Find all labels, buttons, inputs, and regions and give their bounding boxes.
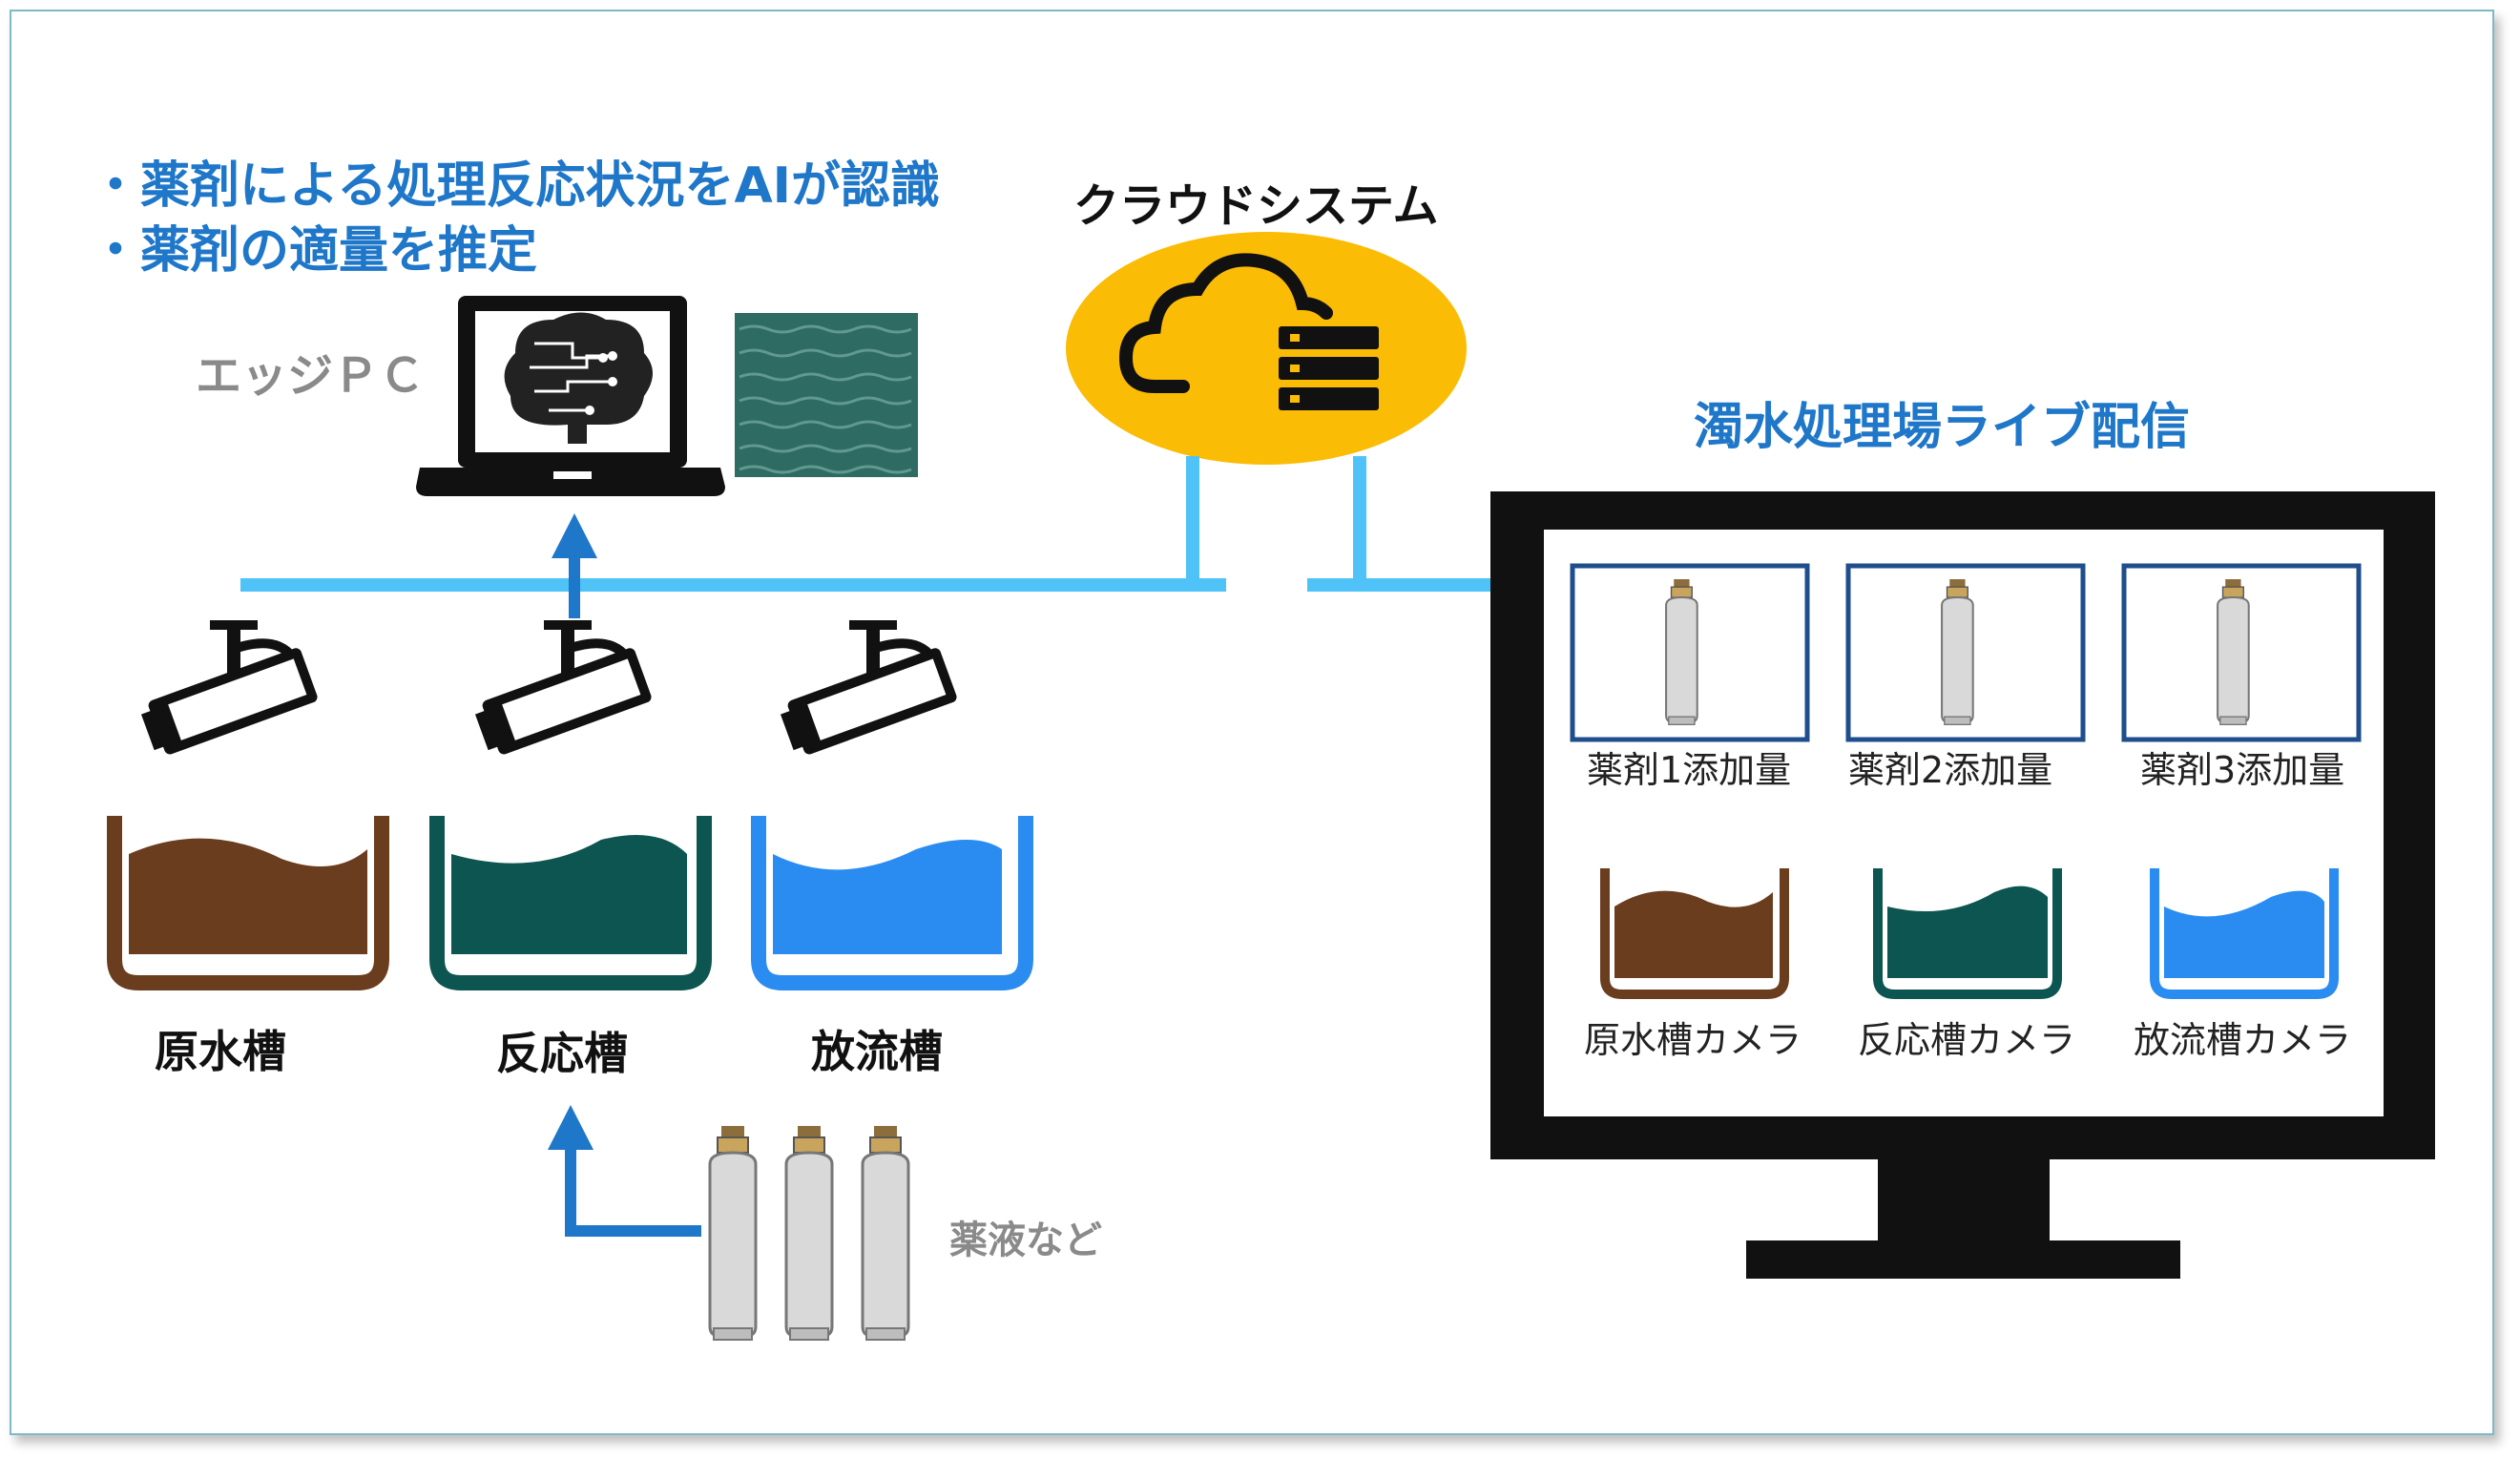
camera-icon-raw bbox=[138, 620, 320, 760]
mini-tank-raw bbox=[1600, 868, 1789, 999]
mini-tank-discharge bbox=[2150, 868, 2339, 999]
cloud-system-label: クラウドシステム bbox=[1073, 179, 1439, 233]
camera-label-discharge: 放流槽カメラ bbox=[2134, 1019, 2351, 1061]
data-arrow-to-pc bbox=[552, 513, 597, 618]
camera-icon-reaction bbox=[472, 620, 654, 760]
dose-box-1 bbox=[1570, 563, 1810, 742]
cloud-system-icon bbox=[1066, 232, 1467, 465]
mini-tank-reaction bbox=[1873, 868, 2062, 999]
tank-reaction bbox=[429, 816, 712, 990]
camera-icon-discharge bbox=[778, 620, 959, 760]
tank-label-raw: 原水槽 bbox=[155, 1026, 286, 1077]
tank-discharge bbox=[751, 816, 1033, 990]
tank-label-discharge: 放流槽 bbox=[811, 1026, 943, 1077]
ai-brain-icon bbox=[504, 312, 653, 444]
dose-label-2: 薬剤2添加量 bbox=[1848, 749, 2052, 791]
chemicals-label: 薬液など bbox=[949, 1219, 1102, 1262]
camera-label-raw: 原水槽カメラ bbox=[1584, 1019, 1801, 1061]
tank-label-reaction: 反応槽 bbox=[496, 1028, 628, 1079]
gas-cylinder-icon bbox=[861, 1124, 910, 1342]
network-lines bbox=[240, 456, 1498, 592]
gas-cylinder-icon bbox=[708, 1124, 758, 1342]
tank-raw bbox=[107, 816, 389, 990]
dose-box-3 bbox=[2121, 563, 2362, 742]
chemical-arrow bbox=[548, 1105, 701, 1237]
dose-box-2 bbox=[1845, 563, 2086, 742]
water-photo bbox=[735, 313, 918, 477]
feature-2: ・薬剤の適量を推定 bbox=[91, 222, 537, 280]
edge-pc-label: エッジＰＣ bbox=[196, 349, 425, 403]
live-broadcast-title: 濁水処理場ライブ配信 bbox=[1694, 399, 2190, 456]
dose-label-3: 薬剤3添加量 bbox=[2140, 749, 2344, 791]
dose-label-1: 薬剤1添加量 bbox=[1587, 749, 1791, 791]
camera-label-reaction: 反応槽カメラ bbox=[1858, 1019, 2075, 1061]
feature-1: ・薬剤による処理反応状況をAIが認識 bbox=[91, 157, 940, 215]
gas-cylinder-icon bbox=[784, 1124, 834, 1342]
